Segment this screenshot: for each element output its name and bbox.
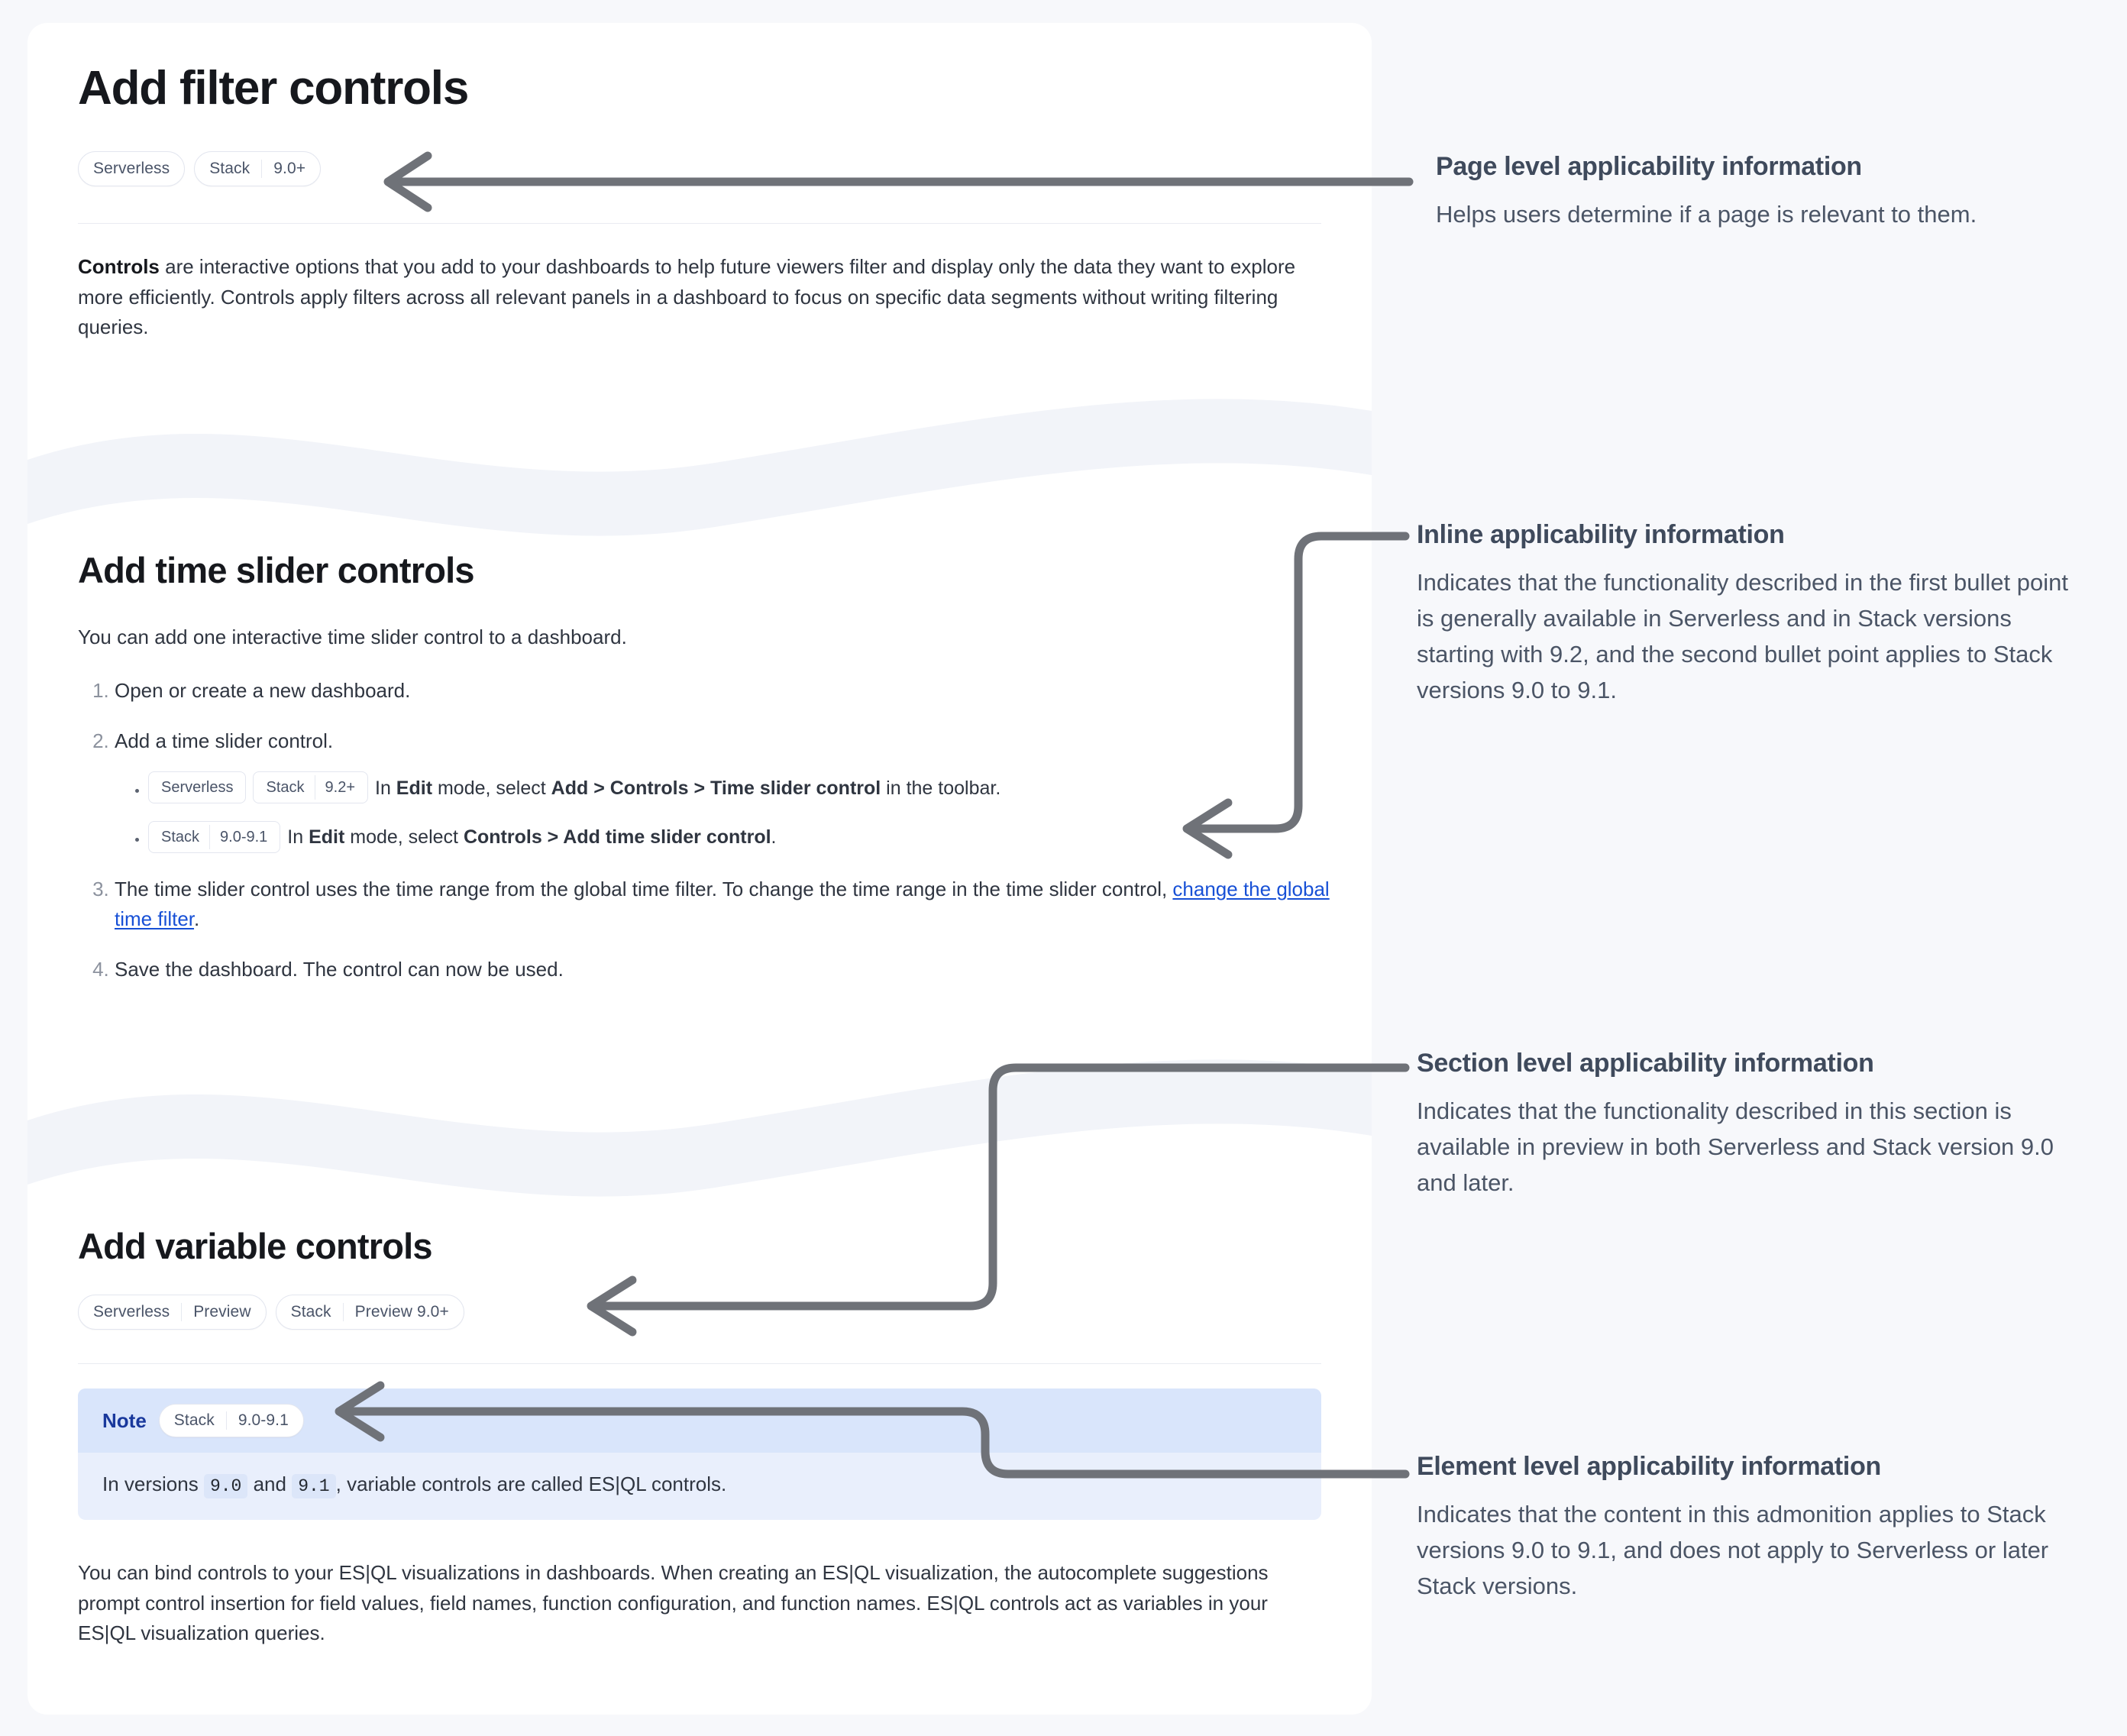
step-item-2: Add a time slider control. Serverless St… [115, 726, 1330, 855]
badge-segment-version: 9.0-9.1 [225, 1411, 300, 1430]
badge-segment-label: Stack [290, 1303, 331, 1321]
documentation-preview: Add filter controls Serverless Stack 9.0… [27, 23, 1372, 1715]
page-badge-stack[interactable]: Stack 9.0+ [194, 151, 322, 186]
section-intro-time-slider: You can add one interactive time slider … [78, 626, 627, 648]
note-label: Note [102, 1408, 147, 1432]
badge-segment-label: Stack [173, 1411, 215, 1429]
doc-card-intro [27, 23, 1372, 458]
sub-bullet-item-2: Stack 9.0-9.1 In Edit mode, select Contr… [148, 820, 1330, 854]
text-part: mode, select [432, 777, 551, 800]
step-text: The time slider control uses the time ra… [115, 877, 1173, 900]
note-admonition: Note Stack 9.0-9.1 In versions 9.0 and 9… [78, 1388, 1321, 1520]
note-text-part: and [247, 1473, 293, 1495]
step-item-4: Save the dashboard. The control can now … [115, 955, 1330, 985]
inline-badge-serverless[interactable]: Serverless [148, 771, 247, 804]
inline-badge-stack[interactable]: Stack 9.2+ [253, 771, 368, 804]
section-heading-variable: Add variable controls [78, 1226, 433, 1266]
section-badge-serverless[interactable]: Serverless Preview [78, 1295, 267, 1330]
badge-segment-version: 9.0-9.1 [209, 824, 277, 849]
annotation-body: Indicates that the functionality describ… [1417, 1097, 2054, 1197]
sub-bullet-text: In Edit mode, select Add > Controls > Ti… [375, 777, 1000, 799]
section-divider [78, 1363, 1321, 1364]
page-title: Add filter controls [78, 62, 469, 115]
text-part: In [375, 777, 396, 800]
annotation-element-level: Element level applicability information … [1417, 1451, 2074, 1604]
section-heading-time-slider: Add time slider controls [78, 550, 475, 590]
annotation-title: Element level applicability information [1417, 1452, 1882, 1481]
badge-segment-version: 9.2+ [314, 775, 365, 800]
badge-segment-label: Serverless [161, 779, 234, 797]
note-code-9-0: 9.0 [203, 1474, 248, 1498]
text-part-bold: Add > Controls > Time slider control [551, 777, 881, 800]
note-header: Note Stack 9.0-9.1 [78, 1388, 1321, 1453]
step-item-1: Open or create a new dashboard. [115, 676, 1330, 706]
steps-list-wrapper: Open or create a new dashboard. Add a ti… [78, 676, 1330, 1004]
text-part: In [287, 826, 309, 849]
annotation-title: Inline applicability information [1417, 520, 1785, 549]
badge-segment-lifecycle: Preview [181, 1303, 262, 1321]
doc-card-time-slider [27, 458, 1372, 1115]
step-item-3: The time slider control uses the time ra… [115, 874, 1330, 935]
badge-segment-version: 9.0+ [261, 160, 317, 178]
section-badge-stack[interactable]: Stack Preview 9.0+ [275, 1295, 464, 1330]
note-body: In versions 9.0 and 9.1, variable contro… [78, 1453, 1321, 1520]
intro-rest: are interactive options that you add to … [78, 255, 1296, 339]
intro-paragraph: Controls are interactive options that yo… [78, 252, 1314, 343]
badge-segment-lifecycle-version: Preview 9.0+ [342, 1303, 461, 1321]
badge-segment-label: Serverless [93, 1303, 170, 1321]
text-part-bold: Edit [396, 777, 433, 800]
steps-list: Open or create a new dashboard. Add a ti… [78, 676, 1330, 984]
text-part: in the toolbar. [881, 777, 1001, 800]
badge-segment-label: Stack [209, 160, 251, 177]
text-part: . [771, 826, 777, 849]
note-text-part: In versions [102, 1473, 204, 1495]
note-code-9-1: 9.1 [292, 1474, 336, 1498]
badge-segment-label: Stack [266, 779, 305, 797]
page-badge-serverless[interactable]: Serverless [78, 151, 186, 186]
step-text: Add a time slider control. [115, 729, 334, 752]
annotation-body: Indicates that the functionality describ… [1417, 568, 2068, 704]
annotation-body: Helps users determine if a page is relev… [1436, 200, 1977, 228]
section-applicability-badges: Serverless Preview Stack Preview 9.0+ [78, 1295, 464, 1330]
annotation-page-level: Page level applicability information Hel… [1436, 151, 2093, 232]
badge-segment-label: Serverless [93, 160, 170, 177]
page-applicability-badges: Serverless Stack 9.0+ [78, 151, 322, 186]
title-divider [78, 223, 1321, 224]
annotation-section-level: Section level applicability information … [1417, 1048, 2074, 1201]
note-text-part: , variable controls are called ES|QL con… [335, 1473, 727, 1495]
step-text: Open or create a new dashboard. [115, 679, 411, 702]
annotation-title: Page level applicability information [1436, 152, 1862, 181]
sub-bullet-list: Serverless Stack 9.2+ In Edit mode, sele… [115, 771, 1330, 855]
badge-segment-label: Stack [161, 828, 200, 845]
annotation-inline: Inline applicability information Indicat… [1417, 519, 2074, 708]
sub-bullet-item-1: Serverless Stack 9.2+ In Edit mode, sele… [148, 771, 1330, 805]
global-time-filter-link[interactable]: change the global time filter [115, 877, 1330, 931]
text-part-bold: Controls > Add time slider control [463, 826, 771, 849]
note-badge-stack[interactable]: Stack 9.0-9.1 [158, 1404, 304, 1437]
intro-lead: Controls [78, 255, 160, 278]
inline-badge-stack[interactable]: Stack 9.0-9.1 [148, 820, 281, 853]
step-text-after: . [194, 907, 200, 931]
annotation-title: Section level applicability information [1417, 1049, 1874, 1078]
sub-bullet-text: In Edit mode, select Controls > Add time… [287, 826, 776, 848]
variable-controls-paragraph: You can bind controls to your ES|QL visu… [78, 1561, 1269, 1645]
text-part-bold: Edit [309, 826, 345, 849]
step-text: Save the dashboard. The control can now … [115, 957, 564, 981]
text-part: mode, select [344, 826, 464, 849]
annotation-body: Indicates that the content in this admon… [1417, 1500, 2049, 1600]
